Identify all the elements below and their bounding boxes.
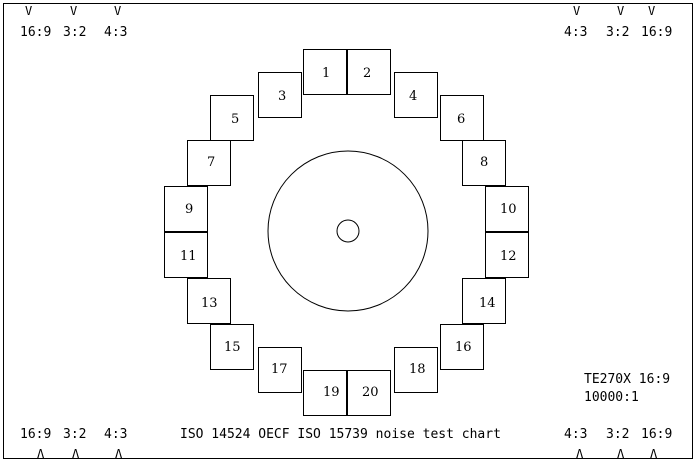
marker-up: Λ — [650, 447, 658, 461]
marker-up: Λ — [617, 447, 625, 461]
patch-5: 5 — [210, 95, 254, 141]
marker-down: V — [573, 4, 581, 18]
aspect-label-bottom-right-3-2: 3:2 — [606, 427, 630, 442]
patch-20: 20 — [347, 370, 391, 416]
contrast-label: 10000:1 — [584, 390, 639, 405]
inner-circle — [336, 219, 360, 243]
chart-frame — [3, 3, 693, 459]
patch-9: 9 — [164, 186, 208, 232]
aspect-label-bottom-left-3-2: 3:2 — [63, 427, 87, 442]
aspect-label-top-left-16-9: 16:9 — [20, 25, 52, 40]
aspect-label-top-left-4-3: 4:3 — [104, 25, 128, 40]
patch-14: 14 — [462, 278, 506, 324]
marker-up: Λ — [115, 447, 123, 461]
marker-down: V — [114, 4, 122, 18]
patch-10: 10 — [485, 186, 529, 232]
marker-up: Λ — [576, 447, 584, 461]
patch-4: 4 — [394, 72, 438, 118]
patch-16: 16 — [440, 324, 484, 370]
aspect-label-top-right-16-9: 16:9 — [641, 25, 673, 40]
marker-down: V — [25, 4, 33, 18]
patch-6: 6 — [440, 95, 484, 141]
marker-down: V — [648, 4, 656, 18]
outer-circle — [267, 150, 429, 312]
patch-19: 19 — [303, 370, 347, 416]
patch-3: 3 — [258, 72, 302, 118]
patch-11: 11 — [164, 232, 208, 278]
patch-8: 8 — [462, 140, 506, 186]
aspect-label-bottom-left-16-9: 16:9 — [20, 427, 52, 442]
patch-15: 15 — [210, 324, 254, 370]
marker-up: Λ — [37, 447, 45, 461]
patch-13: 13 — [187, 278, 231, 324]
patch-7: 7 — [187, 140, 231, 186]
patch-17: 17 — [258, 347, 302, 393]
marker-down: V — [70, 4, 78, 18]
patch-18: 18 — [394, 347, 438, 393]
aspect-label-bottom-right-4-3: 4:3 — [564, 427, 588, 442]
patch-1: 1 — [303, 49, 347, 95]
patch-2: 2 — [347, 49, 391, 95]
marker-up: Λ — [72, 447, 80, 461]
aspect-label-top-right-3-2: 3:2 — [606, 25, 630, 40]
model-label: TE270X 16:9 — [584, 372, 671, 387]
aspect-label-top-right-4-3: 4:3 — [564, 25, 588, 40]
aspect-label-bottom-right-16-9: 16:9 — [641, 427, 673, 442]
marker-down: V — [617, 4, 625, 18]
aspect-label-top-left-3-2: 3:2 — [63, 25, 87, 40]
aspect-label-bottom-left-4-3: 4:3 — [104, 427, 128, 442]
patch-12: 12 — [485, 232, 529, 278]
chart-caption: ISO 14524 OECF ISO 15739 noise test char… — [180, 427, 501, 442]
